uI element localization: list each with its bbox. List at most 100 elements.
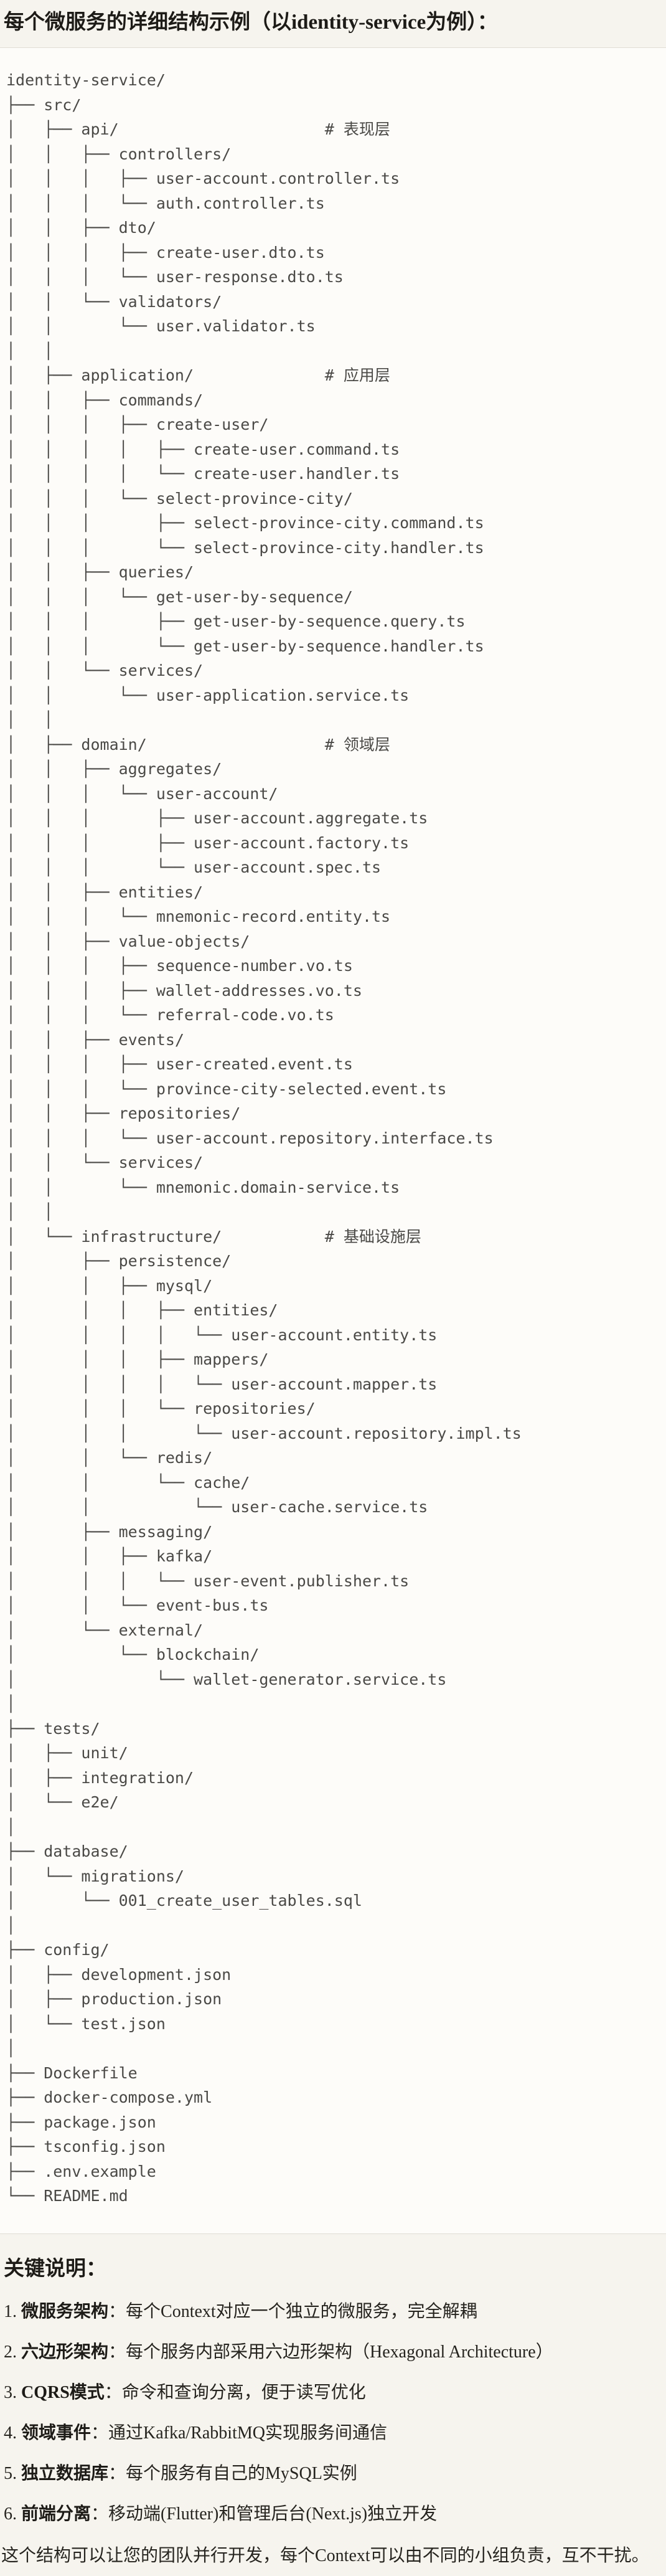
- tree-line: │ ├── development.json: [6, 1965, 232, 1984]
- tree-line: │ │ ├── events/: [6, 1030, 184, 1049]
- tree-line: │ │ │ ├── user-account.aggregate.ts: [6, 809, 428, 827]
- tree-line: │ │ ├── dto/: [6, 219, 156, 237]
- tree-line: │ │ │ ├── user-account.factory.ts: [6, 833, 410, 852]
- tree-line: ├── package.json: [6, 2113, 156, 2131]
- note-number: 2.: [4, 2342, 17, 2362]
- note-item: 4.领域事件：通过Kafka/RabbitMQ实现服务间通信: [4, 2422, 662, 2445]
- tree-line: │ │ └── event-bus.ts: [6, 1596, 269, 1614]
- tree-line: │ │ │ └── province-city-selected.event.t…: [6, 1079, 447, 1098]
- tree-line: │ │ └── cache/: [6, 1473, 250, 1492]
- tree-line: │ │ │ └── user-account.spec.ts: [6, 858, 382, 876]
- tree-line: │ │ │ └── user-event.publisher.ts: [6, 1571, 410, 1590]
- note-text: ：每个服务有自己的MySQL实例: [108, 2463, 357, 2483]
- tree-line: │ └── blockchain/: [6, 1646, 260, 1664]
- note-term: 领域事件: [21, 2423, 91, 2443]
- tree-line: │: [6, 1695, 16, 1713]
- note-term: 微服务架构: [21, 2301, 109, 2321]
- tree-line: │ │ │ └── mnemonic-record.entity.ts: [6, 907, 391, 926]
- tree-line: │ │ │ ├── mappers/: [6, 1350, 269, 1368]
- page-title: 每个微服务的详细结构示例（以identity-service为例）：: [4, 11, 498, 34]
- tree-line: └── README.md: [6, 2187, 128, 2205]
- note-text: ：通过Kafka/RabbitMQ实现服务间通信: [91, 2423, 387, 2443]
- tree-line: │ └── infrastructure/ # 基础设施层: [6, 1227, 421, 1246]
- tree-line: │: [6, 1916, 16, 1934]
- tree-line: ├── Dockerfile: [6, 2063, 138, 2082]
- note-item: 2.六边形架构：每个服务内部采用六边形架构（Hexagonal Architec…: [4, 2341, 662, 2364]
- tree-line: ├── src/: [6, 95, 82, 114]
- tree-line: │ │ │ └── user-account.repository.interf…: [6, 1129, 494, 1147]
- tree-line: │ │ │ └── auth.controller.ts: [6, 194, 325, 212]
- tree-line: │ │ │ └── user-account/: [6, 784, 278, 803]
- tree-line: │ │ │ ├── select-province-city.command.t…: [6, 514, 484, 532]
- tree-line: │ │ ├── kafka/: [6, 1547, 213, 1565]
- tree-line: │ ├── domain/ # 领域层: [6, 735, 390, 754]
- tree-line: │ │ │ └── get-user-by-sequence/: [6, 587, 353, 606]
- tree-line: │ │ │ └── user-account.repository.impl.t…: [6, 1424, 522, 1442]
- file-tree-code-block: identity-service/ ├── src/ │ ├── api/ # 表现…: [0, 47, 666, 2234]
- tree-line: ├── database/: [6, 1842, 128, 1860]
- note-item: 5.独立数据库：每个服务有自己的MySQL实例: [4, 2462, 662, 2485]
- tree-line: │ │ │ ├── wallet-addresses.vo.ts: [6, 981, 362, 1000]
- tree-line: │ │ └── services/: [6, 1153, 204, 1172]
- note-number: 4.: [4, 2423, 17, 2443]
- tree-line: │ │ └── mnemonic.domain-service.ts: [6, 1178, 400, 1196]
- tree-line: ├── .env.example: [6, 2162, 156, 2181]
- closing-paragraph: 这个结构可以让您的团队并行开发，每个Context可以由不同的小组负责，互不干扰…: [1, 2545, 649, 2565]
- tree-line: │ │ │ └── user-response.dto.ts: [6, 268, 344, 286]
- tree-line: │ │ │ │ └── user-account.entity.ts: [6, 1325, 438, 1344]
- tree-line: │ │ └── services/: [6, 661, 204, 680]
- tree-line: │ │ ├── controllers/: [6, 144, 232, 163]
- tree-line: │ │ ├── repositories/: [6, 1104, 241, 1122]
- tree-line: │ │ │ ├── entities/: [6, 1301, 278, 1319]
- tree-line: │ │ │ └── select-province-city/: [6, 489, 353, 508]
- tree-line: │: [6, 2039, 16, 2057]
- note-text: ：每个服务内部采用六边形架构（Hexagonal Architecture）: [108, 2342, 553, 2362]
- tree-line: │ │ │ ├── create-user.dto.ts: [6, 243, 325, 262]
- tree-line: │ └── external/: [6, 1621, 204, 1639]
- tree-line: │ │ ├── entities/: [6, 883, 204, 901]
- tree-line: │ │ │ ├── get-user-by-sequence.query.ts: [6, 612, 466, 630]
- tree-line: │ │ │ │ └── create-user.handler.ts: [6, 465, 400, 483]
- tree-line: │ ├── unit/: [6, 1744, 128, 1762]
- note-term: 独立数据库: [21, 2463, 109, 2483]
- tree-line: │ └── migrations/: [6, 1867, 184, 1885]
- tree-line: │ ├── api/ # 表现层: [6, 120, 390, 138]
- tree-line: │ ├── persistence/: [6, 1252, 232, 1270]
- tree-line: ├── tests/: [6, 1719, 100, 1738]
- tree-line: │ │ │ ├── sequence-number.vo.ts: [6, 957, 353, 975]
- tree-line: │ │ │ └── select-province-city.handler.t…: [6, 538, 484, 557]
- tree-line: │ │ │ └── referral-code.vo.ts: [6, 1006, 334, 1024]
- tree-line: │ │ └── validators/: [6, 292, 222, 311]
- notes-heading: 关键说明：: [4, 2257, 106, 2280]
- tree-line: │ │ │ └── get-user-by-sequence.handler.t…: [6, 637, 484, 655]
- note-text: ：命令和查询分离，便于读写优化: [104, 2382, 366, 2402]
- tree-line: │ │ └── user-cache.service.ts: [6, 1498, 428, 1516]
- tree-line: │ │ │ ├── create-user/: [6, 415, 269, 433]
- tree-line: │ └── e2e/: [6, 1793, 119, 1811]
- tree-line: │ │ │ └── repositories/: [6, 1399, 316, 1418]
- tree-line: │ │ ├── value-objects/: [6, 932, 250, 950]
- tree-line: │ ├── messaging/: [6, 1522, 213, 1541]
- tree-line: identity-service/: [6, 71, 166, 89]
- tree-line: │ ├── integration/: [6, 1768, 194, 1787]
- note-term: 前端分离: [21, 2504, 91, 2524]
- tree-line: │ │ │ ├── user-account.controller.ts: [6, 169, 400, 187]
- tree-line: ├── tsconfig.json: [6, 2138, 166, 2156]
- note-item: 1.微服务架构：每个Context对应一个独立的微服务，完全解耦: [4, 2300, 662, 2323]
- tree-line: │ └── wallet-generator.service.ts: [6, 1670, 447, 1688]
- tree-line: │ │: [6, 1203, 54, 1221]
- tree-line: ├── config/: [6, 1941, 110, 1959]
- note-item: 3.CQRS模式：命令和查询分离，便于读写优化: [4, 2381, 662, 2404]
- note-text: ：移动端(Flutter)和管理后台(Next.js)独立开发: [91, 2504, 438, 2524]
- tree-line: │ │: [6, 711, 54, 729]
- note-term: 六边形架构: [21, 2342, 109, 2362]
- tree-line: │ │ └── user-application.service.ts: [6, 686, 410, 704]
- note-number: 6.: [4, 2504, 17, 2524]
- tree-line: ├── docker-compose.yml: [6, 2088, 213, 2106]
- tree-line: │ ├── application/ # 应用层: [6, 366, 390, 384]
- tree-line: │ │ ├── commands/: [6, 391, 204, 409]
- tree-line: │ │ ├── mysql/: [6, 1276, 213, 1295]
- tree-line: │ ├── production.json: [6, 1990, 222, 2008]
